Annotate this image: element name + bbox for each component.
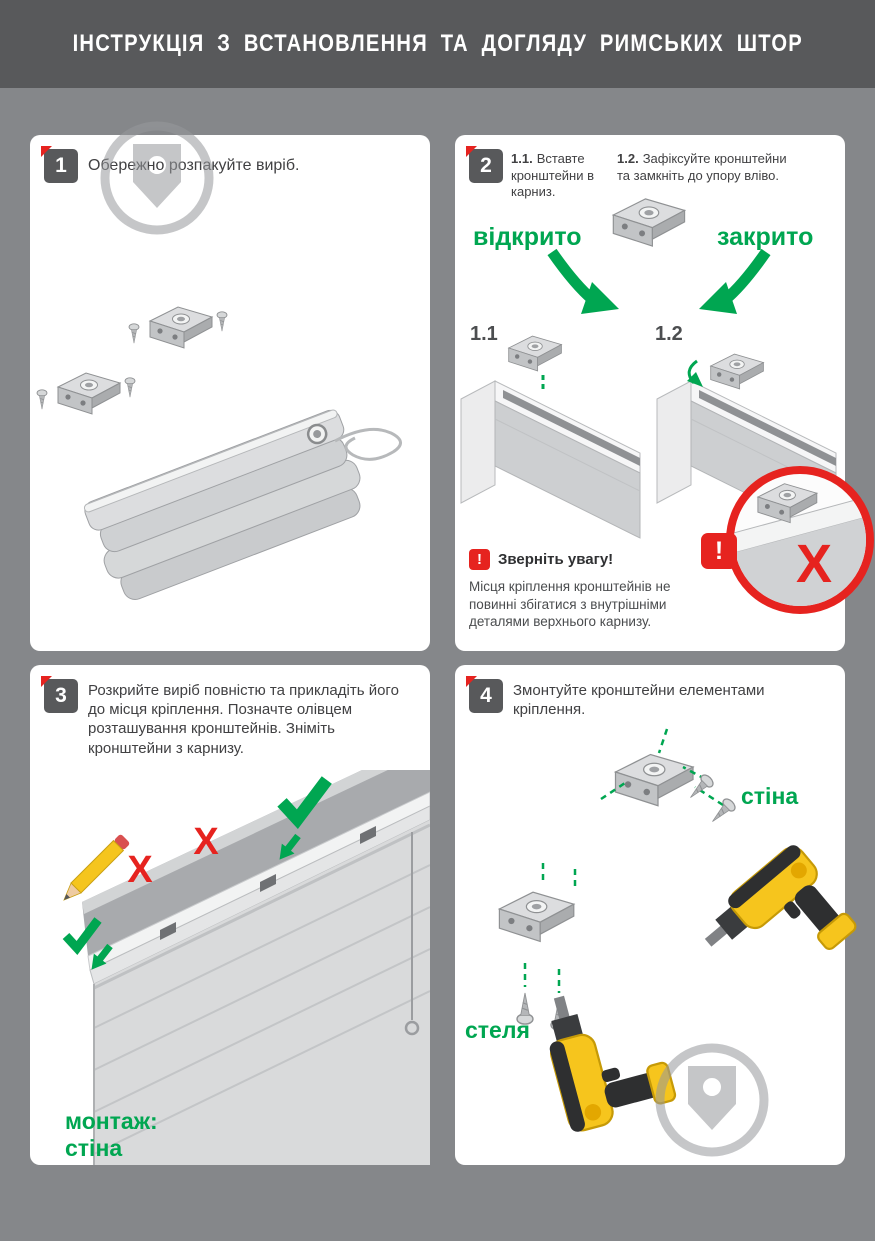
error-exclamation-badge: ! bbox=[701, 533, 737, 569]
panel-step-1: 1 Обережно розпакуйте виріб. bbox=[30, 135, 430, 651]
bracket-icon bbox=[710, 353, 764, 390]
pencil-icon bbox=[63, 834, 130, 901]
step-number-badge: 2 bbox=[466, 146, 503, 183]
figure-1-1-label: 1.1 bbox=[470, 323, 498, 345]
warning-text: Місця кріплення кронштейнів не повинні з… bbox=[469, 579, 671, 630]
bracket-icon bbox=[612, 198, 686, 247]
x-mark: X bbox=[193, 821, 219, 863]
step-1-illustration bbox=[36, 306, 402, 600]
step-2b-label: 1.2. bbox=[617, 151, 639, 166]
wall-mount-label: стіна bbox=[741, 783, 799, 809]
warning-icon: ! bbox=[469, 549, 490, 570]
wrong-mount-zoom: X bbox=[726, 466, 874, 614]
drill-icon bbox=[536, 973, 680, 1135]
figure-insert-bracket bbox=[460, 335, 641, 539]
cord bbox=[334, 427, 402, 461]
closed-state-label: закрито bbox=[717, 223, 814, 251]
header: ІНСТРУКЦІЯ З ВСТАНОВЛЕННЯ ТА ДОГЛЯДУ РИМ… bbox=[0, 0, 875, 88]
bracket-icon bbox=[128, 306, 228, 349]
screw-icon bbox=[216, 311, 228, 332]
open-state-label: відкрито bbox=[473, 223, 582, 251]
rail-bracket-marks bbox=[160, 826, 376, 940]
step-number-badge: 4 bbox=[466, 676, 503, 713]
page-title: ІНСТРУКЦІЯ З ВСТАНОВЛЕННЯ ТА ДОГЛЯДУ РИМ… bbox=[72, 30, 803, 57]
arrow-down-right-icon bbox=[547, 248, 619, 314]
folded-roman-blind bbox=[83, 409, 361, 600]
arrow-icon bbox=[279, 833, 301, 860]
mount-type-label: монтаж: стіна bbox=[65, 1108, 158, 1162]
step-number: 2 bbox=[480, 154, 492, 177]
warning-title: Зверніть увагу! bbox=[498, 551, 614, 568]
ceiling-mount-label: стеля bbox=[465, 1017, 530, 1043]
step-4-instruction: Змонтуйте кронштейни елементами кріпленн… bbox=[513, 682, 765, 719]
alignment-dashes bbox=[523, 863, 577, 993]
panel-step-2: 2 1.1.Вставте кронштейни в карниз. 1.2.З… bbox=[455, 135, 874, 651]
panel-step-3: 3 Розкрийте виріб повністю та прикладіть… bbox=[30, 665, 430, 1165]
bracket-icon bbox=[498, 891, 575, 943]
screw-icon bbox=[36, 389, 48, 410]
drill-icon bbox=[693, 841, 864, 1009]
step-2b-instruction: 1.2.Зафіксуйте кронштейни та замкніть до… bbox=[617, 151, 787, 183]
cord-ring bbox=[404, 1020, 420, 1036]
step-number: 4 bbox=[480, 684, 492, 707]
screw-icon bbox=[128, 323, 140, 344]
step-3-instruction: Розкрийте виріб повністю та прикладіть й… bbox=[88, 682, 399, 757]
screw-icon bbox=[124, 377, 136, 398]
step-number: 3 bbox=[55, 684, 67, 707]
arrow-down-left-icon bbox=[699, 248, 771, 314]
step-number: 1 bbox=[55, 154, 67, 177]
panel-step-4: 4 Змонтуйте кронштейни елементами кріпле… bbox=[455, 665, 864, 1165]
bracket-icon bbox=[36, 372, 136, 415]
warning-note: ! Зверніть увагу! Місця кріплення кроншт… bbox=[469, 549, 721, 631]
x-mark: X bbox=[127, 849, 153, 891]
step-2a-instruction: 1.1.Вставте кронштейни в карниз. bbox=[511, 151, 595, 200]
step-number-badge: 1 bbox=[41, 146, 78, 183]
headrail bbox=[89, 805, 430, 985]
step-number-badge: 3 bbox=[41, 676, 78, 713]
step-2a-label: 1.1. bbox=[511, 151, 533, 166]
screw-icon bbox=[706, 796, 738, 828]
step-4-illustration bbox=[498, 728, 864, 1135]
step-1-instruction: Обережно розпакуйте виріб. bbox=[88, 157, 300, 174]
step-3-illustration: X X bbox=[30, 770, 430, 1165]
wall-edge bbox=[82, 770, 430, 956]
step-2-illustration: X bbox=[460, 198, 874, 614]
bracket-icon bbox=[614, 753, 694, 807]
bracket-icon bbox=[508, 335, 562, 372]
figure-1-2-label: 1.2 bbox=[655, 323, 683, 345]
x-mark: X bbox=[796, 534, 832, 594]
arrow-icon bbox=[91, 943, 113, 970]
